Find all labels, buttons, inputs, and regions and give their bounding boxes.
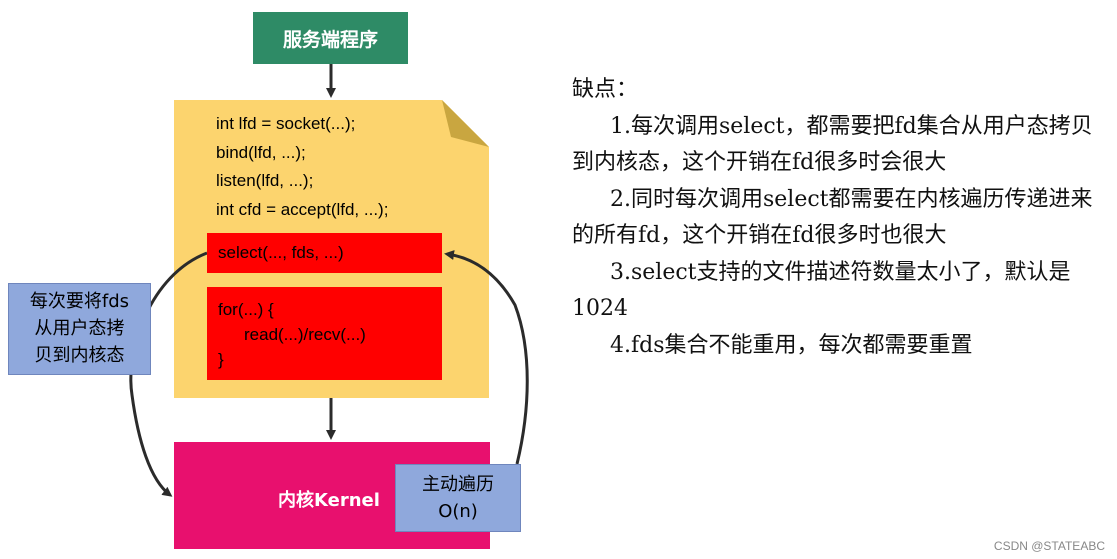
traverse-note-line: O(n) [438,501,478,522]
drawback-item: 4.fds集合不能重用，每次都需要重置 [610,332,973,358]
drawback-item: 2.同时每次调用select都需要在内核遍历传递进来的所有fd，这个开销在fd很… [572,186,1093,249]
arrow-select-to-kernel [129,251,208,497]
drawback-item: 3.select支持的文件描述符数量太小了，默认是1024 [572,259,1071,322]
watermark: CSDN @STATEABC [993,539,1105,553]
socket-setup-code: int lfd = socket(...); bind(lfd, ...); l… [216,110,388,224]
copy-note-line: 从用户态拷 [34,318,125,339]
drawback-item: 1.每次调用select，都需要把fd集合从用户态拷贝到内核态，这个开销在fd很… [572,113,1093,176]
loop-body: read(...)/recv(...) [244,325,366,344]
arrow-kernel-to-select [444,250,529,465]
copy-fds-note: 每次要将fds 从用户态拷 贝到内核态 [8,283,151,375]
drawbacks-title: 缺点： [572,77,639,102]
code-page-fold [442,100,489,147]
code-line: int cfd = accept(lfd, ...); [216,199,389,219]
server-program-label: 服务端程序 [282,28,378,51]
code-line: int lfd = socket(...); [216,114,356,133]
drawbacks-text: 缺点： 1.每次调用select，都需要把fd集合从用户态拷贝到内核态，这个开销… [572,72,1112,364]
copy-note-line: 贝到内核态 [34,345,125,366]
traverse-note-line: 主动遍历 [422,474,494,495]
server-program-box: 服务端程序 [253,12,408,64]
loop-open: for(...) { [218,300,274,319]
kernel-label: 内核Kernel [278,490,380,511]
select-call-text: select(..., fds, ...) [218,242,344,262]
code-line: listen(lfd, ...); [216,171,314,190]
loop-close: } [218,350,224,369]
read-loop-box: for(...) { read(...)/recv(...) } [207,287,442,380]
copy-note-line: 每次要将fds [29,291,130,312]
code-line: bind(lfd, ...); [216,142,306,162]
traverse-note: 主动遍历 O(n) [395,464,521,532]
select-call-box: select(..., fds, ...) [207,233,442,273]
